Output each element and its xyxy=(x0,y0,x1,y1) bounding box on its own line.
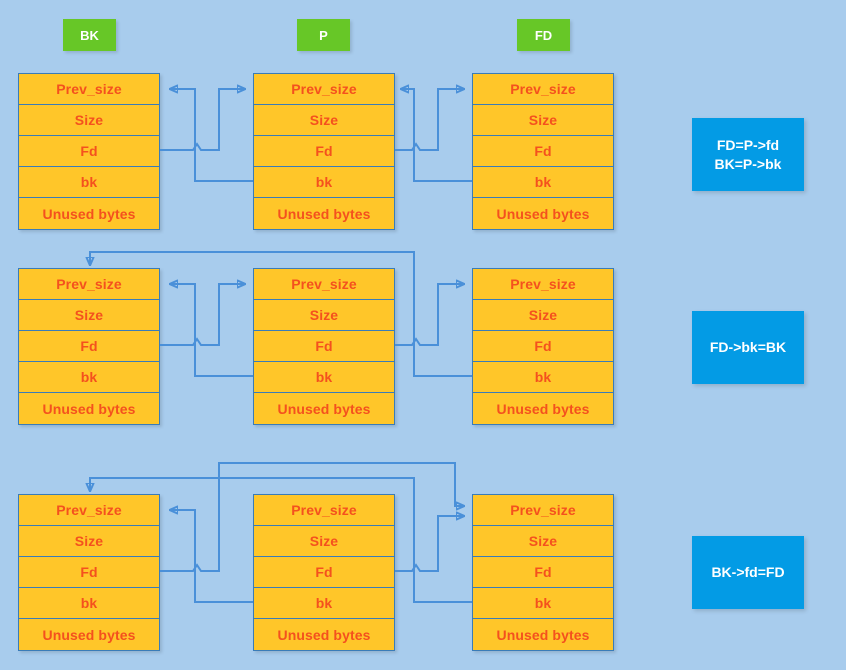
arrow-row1-fd-bk-to-p xyxy=(401,89,472,182)
chunk-field-size: Size xyxy=(254,105,394,136)
row-1-note-line-2: BK=P->bk xyxy=(714,155,782,172)
chunk-field-size: Size xyxy=(254,300,394,331)
chunk-field-fd: Fd xyxy=(254,557,394,588)
chunk-field-bk: bk xyxy=(19,167,159,198)
chunk-field-fd: Fd xyxy=(19,331,159,362)
row-3-p-chunk: Prev_size Size Fd bk Unused bytes xyxy=(253,494,395,651)
arrow-row1-p-bk-to-bk xyxy=(170,89,253,182)
chunk-field-fd: Fd xyxy=(254,136,394,167)
row-2-note-line-1: FD->bk=BK xyxy=(709,339,787,355)
chunk-field-bk: bk xyxy=(19,588,159,619)
chunk-field-size: Size xyxy=(254,526,394,557)
chunk-field-unused: Unused bytes xyxy=(473,619,613,650)
chunk-field-bk: bk xyxy=(19,362,159,393)
chunk-field-prev-size: Prev_size xyxy=(473,74,613,105)
chunk-field-prev-size: Prev_size xyxy=(254,269,394,300)
chunk-field-fd: Fd xyxy=(19,136,159,167)
chunk-field-fd: Fd xyxy=(254,331,394,362)
chunk-field-unused: Unused bytes xyxy=(473,393,613,424)
chunk-field-unused: Unused bytes xyxy=(19,393,159,424)
chunk-field-size: Size xyxy=(473,105,613,136)
chunk-field-bk: bk xyxy=(254,362,394,393)
chunk-field-unused: Unused bytes xyxy=(19,198,159,229)
chunk-field-size: Size xyxy=(19,300,159,331)
chunk-field-bk: bk xyxy=(254,588,394,619)
chunk-field-bk: bk xyxy=(473,588,613,619)
pointer-label-fd: FD xyxy=(517,19,570,51)
row-3-fd-chunk: Prev_size Size Fd bk Unused bytes xyxy=(472,494,614,651)
chunk-field-size: Size xyxy=(19,105,159,136)
row-3-bk-chunk: Prev_size Size Fd bk Unused bytes xyxy=(18,494,160,651)
row-1-p-chunk: Prev_size Size Fd bk Unused bytes xyxy=(253,73,395,230)
chunk-field-bk: bk xyxy=(473,362,613,393)
arrow-row1-bk-fd-to-p xyxy=(160,89,245,151)
row-2-note: FD->bk=BK xyxy=(692,311,804,384)
row-1-bk-chunk: Prev_size Size Fd bk Unused bytes xyxy=(18,73,160,230)
arrow-row2-p-bk-to-bk xyxy=(170,284,253,377)
chunk-field-prev-size: Prev_size xyxy=(473,269,613,300)
chunk-field-prev-size: Prev_size xyxy=(19,74,159,105)
chunk-field-bk: bk xyxy=(254,167,394,198)
row-2-fd-chunk: Prev_size Size Fd bk Unused bytes xyxy=(472,268,614,425)
chunk-field-prev-size: Prev_size xyxy=(254,495,394,526)
chunk-field-unused: Unused bytes xyxy=(254,198,394,229)
row-3-note: BK->fd=FD xyxy=(692,536,804,609)
chunk-field-fd: Fd xyxy=(473,557,613,588)
arrow-row2-bk-fd-to-p xyxy=(160,284,245,346)
row-2-p-chunk: Prev_size Size Fd bk Unused bytes xyxy=(253,268,395,425)
pointer-label-bk: BK xyxy=(63,19,116,51)
row-3-note-line-1: BK->fd=FD xyxy=(711,564,785,580)
chunk-field-unused: Unused bytes xyxy=(254,619,394,650)
row-1-fd-chunk: Prev_size Size Fd bk Unused bytes xyxy=(472,73,614,230)
chunk-field-unused: Unused bytes xyxy=(473,198,613,229)
chunk-field-fd: Fd xyxy=(473,331,613,362)
chunk-field-prev-size: Prev_size xyxy=(254,74,394,105)
chunk-field-fd: Fd xyxy=(473,136,613,167)
arrow-row1-p-fd-to-fd xyxy=(395,89,464,151)
chunk-field-size: Size xyxy=(19,526,159,557)
chunk-field-prev-size: Prev_size xyxy=(19,495,159,526)
row-1-note: FD=P->fd BK=P->bk xyxy=(692,118,804,191)
row-1-note-line-1: FD=P->fd xyxy=(716,136,780,153)
chunk-field-prev-size: Prev_size xyxy=(19,269,159,300)
chunk-field-fd: Fd xyxy=(19,557,159,588)
chunk-field-size: Size xyxy=(473,300,613,331)
chunk-field-prev-size: Prev_size xyxy=(473,495,613,526)
row-2-bk-chunk: Prev_size Size Fd bk Unused bytes xyxy=(18,268,160,425)
chunk-field-unused: Unused bytes xyxy=(254,393,394,424)
arrow-row3-p-bk-to-bk xyxy=(170,510,253,603)
arrow-row2-p-fd-to-fd xyxy=(395,284,464,346)
chunk-field-unused: Unused bytes xyxy=(19,619,159,650)
arrow-row3-p-fd-to-fd xyxy=(395,516,464,572)
chunk-field-bk: bk xyxy=(473,167,613,198)
chunk-field-size: Size xyxy=(473,526,613,557)
pointer-label-p: P xyxy=(297,19,350,51)
